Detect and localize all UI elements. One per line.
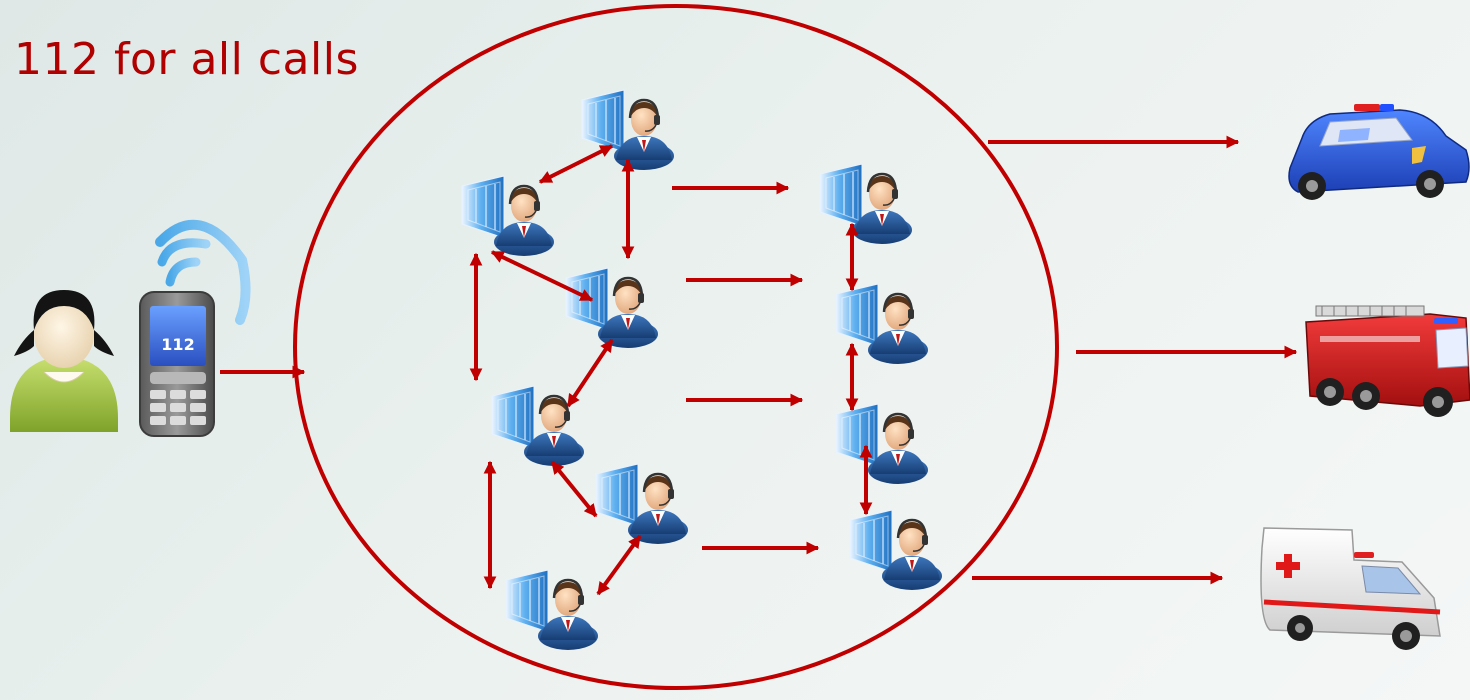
- operator-icon-5: [594, 462, 690, 546]
- link-arrow: [550, 460, 598, 518]
- wireless-signal-icon: [155, 219, 251, 325]
- link-arrow: [566, 338, 614, 408]
- operator-icon-3: [564, 266, 660, 350]
- operator-icon-9: [834, 402, 930, 486]
- phone-screen-label: 112: [161, 335, 194, 354]
- mobile-phone-icon: 112: [139, 291, 215, 437]
- ambulance-icon: [1260, 527, 1441, 650]
- fire-truck-icon: [1305, 305, 1470, 417]
- link-arrow: [596, 534, 642, 596]
- link-arrow: [538, 144, 614, 184]
- police-car-icon: [1288, 104, 1470, 200]
- call-center-boundary: [293, 4, 1059, 690]
- caller-person-icon: [10, 290, 118, 432]
- page-title: 112 for all calls: [14, 34, 359, 85]
- operator-icon-7: [818, 162, 914, 246]
- operator-icon-6: [504, 568, 600, 652]
- operator-icon-2: [460, 174, 556, 258]
- operator-icon-4: [490, 384, 586, 468]
- operator-icon-10: [848, 508, 944, 592]
- operator-icon-1: [580, 88, 676, 172]
- operator-icon-8: [834, 282, 930, 366]
- link-arrow: [490, 250, 594, 302]
